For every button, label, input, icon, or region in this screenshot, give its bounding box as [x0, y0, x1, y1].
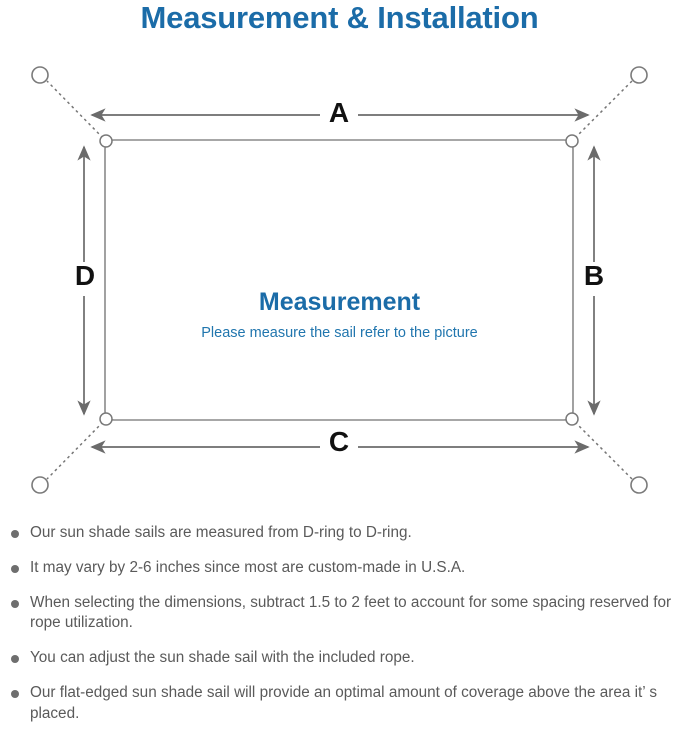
list-item-text: When selecting the dimensions, subtract … — [30, 593, 672, 632]
list-item: You can adjust the sun shade sail with t… — [0, 648, 679, 669]
bullet-icon — [11, 564, 19, 573]
bullet-icon — [11, 599, 19, 608]
rope-line-bottom-left — [46, 421, 104, 480]
list-item: It may vary by 2-6 inches since most are… — [0, 558, 679, 579]
list-item: Our flat-edged sun shade sail will provi… — [0, 683, 679, 725]
rope-line-top-left — [46, 80, 104, 139]
d-ring-bottom-left — [99, 412, 113, 426]
bullet-icon — [11, 655, 19, 664]
sail-diagram-svg — [31, 66, 648, 494]
dimension-label-c: C — [320, 428, 358, 456]
anchor-point-bottom-right — [630, 476, 648, 494]
dimension-label-b: B — [577, 262, 611, 290]
bullet-icon — [11, 689, 19, 698]
d-ring-top-left — [99, 134, 113, 148]
list-item-text: Our flat-edged sun shade sail will provi… — [30, 683, 657, 722]
anchor-point-top-right — [630, 66, 648, 84]
bullet-icon — [11, 530, 19, 538]
sail-subheading: Please measure the sail refer to the pic… — [201, 325, 478, 341]
sail-body — [104, 139, 574, 421]
page-title: Measurement & Installation — [140, 0, 539, 35]
rope-line-bottom-right — [574, 421, 633, 480]
list-item-text: Our sun shade sails are measured from D-… — [30, 524, 412, 541]
list-item: When selecting the dimensions, subtract … — [0, 593, 679, 635]
rope-line-top-right — [574, 80, 633, 139]
anchor-point-bottom-left — [31, 476, 49, 494]
dimension-label-d: D — [68, 262, 102, 290]
list-item: Our sun shade sails are measured from D-… — [0, 523, 679, 544]
d-ring-bottom-right — [565, 412, 579, 426]
d-ring-top-right — [565, 134, 579, 148]
list-item-text: It may vary by 2-6 inches since most are… — [30, 558, 466, 576]
sail-diagram: Measurement Please measure the sail refe… — [0, 48, 679, 518]
dimension-label-a: A — [320, 99, 358, 127]
list-item-text: You can adjust the sun shade sail with t… — [30, 649, 415, 667]
anchor-point-top-left — [31, 66, 49, 84]
sail-heading: Measurement — [258, 288, 421, 316]
notes-list: Our sun shade sails are measured from D-… — [0, 523, 679, 739]
